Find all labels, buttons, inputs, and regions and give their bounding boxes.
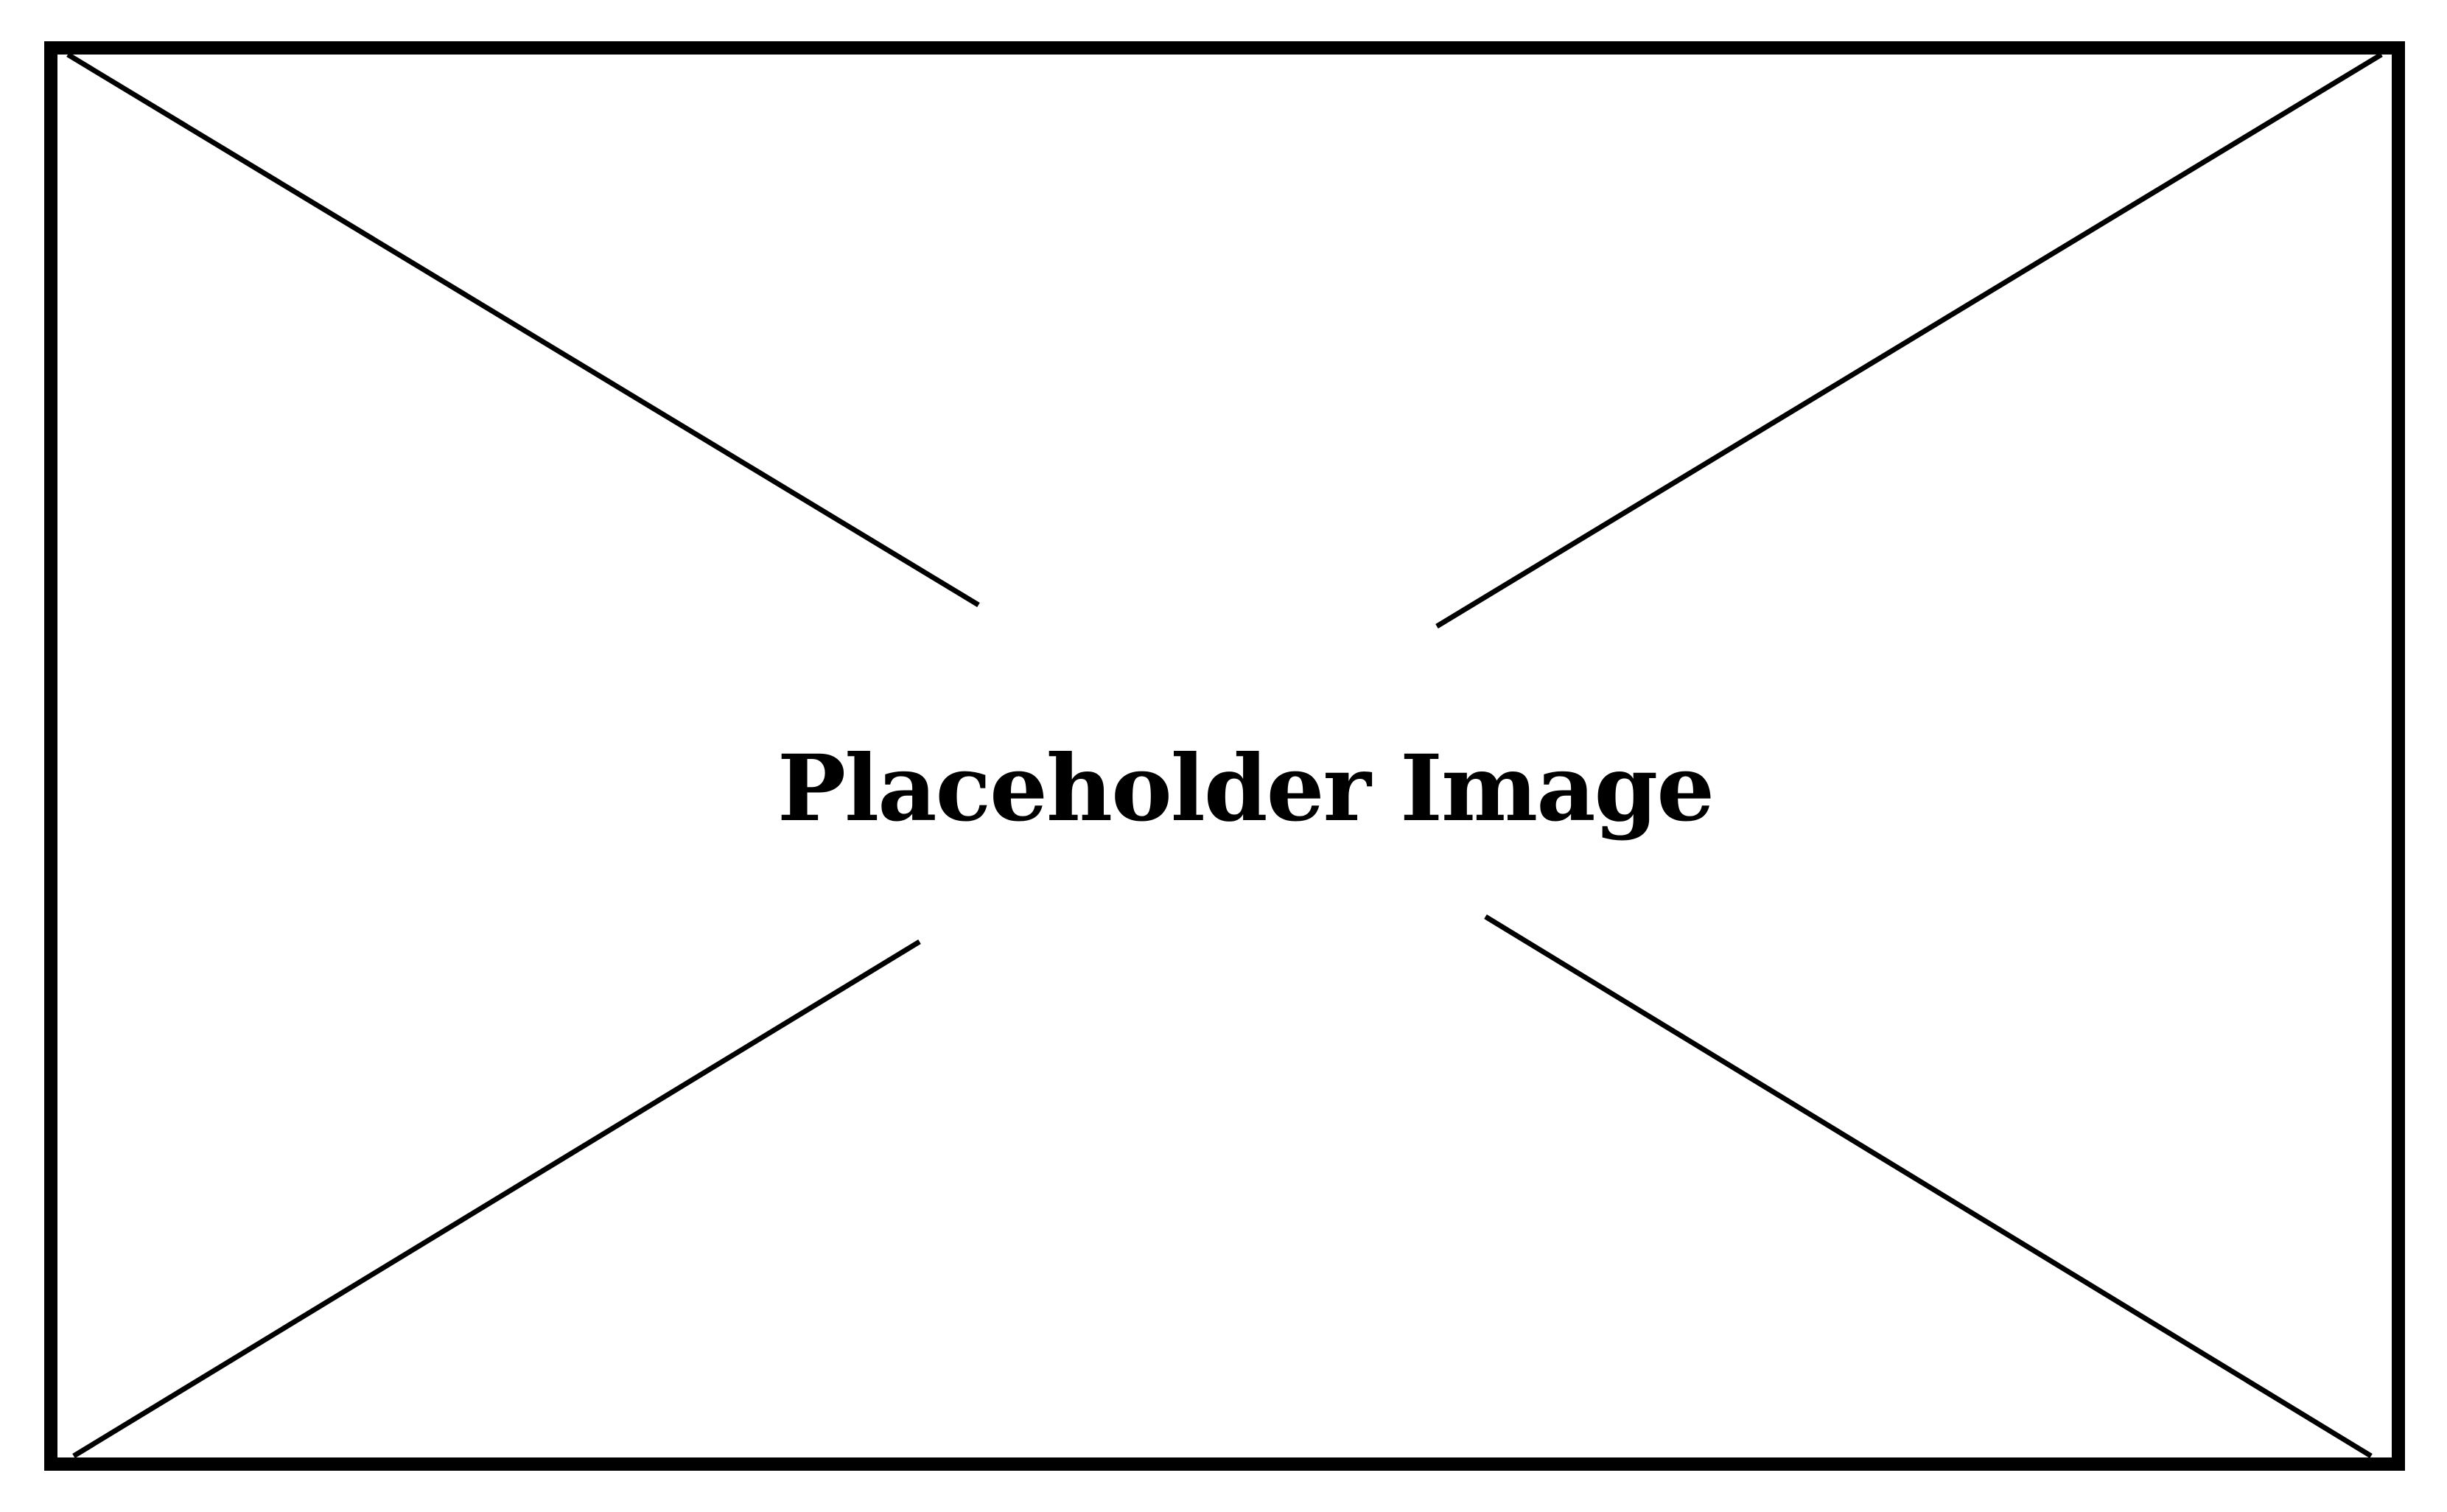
placeholder-label-box: Placeholder Image [777,707,1715,869]
diagonal-bottom-left [72,939,921,1458]
diagonal-bottom-right [1484,914,2373,1458]
placeholder-label: Placeholder Image [777,735,1715,842]
placeholder-frame [44,41,2405,1471]
diagonal-top-right [1435,52,2383,629]
diagonal-top-left [66,52,980,607]
